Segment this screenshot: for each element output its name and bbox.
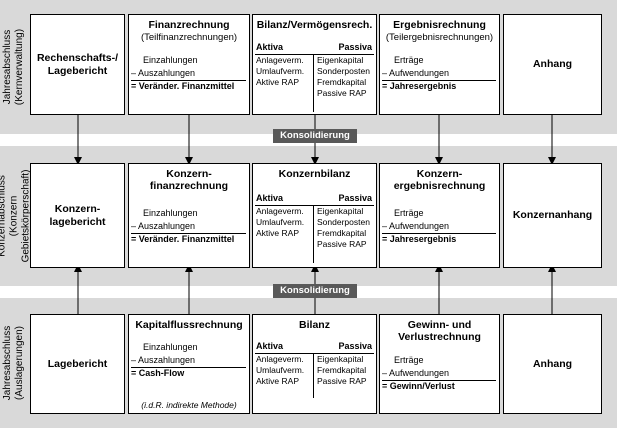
box-konzernlagebericht: Konzern- lagebericht — [30, 163, 125, 268]
konzernlagebericht-title: Konzern- lagebericht — [49, 202, 106, 228]
finanzrechnung-title: Finanzrechnung — [148, 19, 230, 31]
bilanz-hline — [255, 353, 374, 354]
gewinn-verlustrechnung-aufwendungen: – Aufwendungen — [382, 368, 450, 378]
bilanz-vermoegen-vline — [313, 54, 314, 112]
bilanz-vermoegen-title: Bilanz/Vermögensrech. — [256, 19, 373, 31]
konzernbilanz-vline — [313, 205, 314, 263]
bilanz-vermoegen-passiva: Passiva — [338, 42, 372, 52]
konzernergebnisrechnung-divider — [382, 233, 496, 234]
konzernergebnisrechnung-result: = Jahresergebnis — [382, 234, 457, 244]
box-gewinn-verlustrechnung: Gewinn- und Verlustrechnung Erträge – Au… — [379, 314, 500, 414]
finanzrechnung-auszahlungen: – Auszahlungen — [131, 68, 196, 78]
bilanz-vermoegen-aktiva-items: Anlageverm. Umlaufverm. Aktive RAP — [256, 55, 305, 87]
konzernfinanzrechnung-result: = Veränder. Finanzmittel — [131, 234, 235, 244]
bilanz-aktiva: Aktiva — [256, 341, 284, 351]
box-bilanz-vermoegensrechnung: Bilanz/Vermögensrech. Aktiva Passiva Anl… — [252, 14, 377, 115]
finanzrechnung-einzahlungen: Einzahlungen — [143, 55, 198, 65]
lagebericht-title: Lagebericht — [47, 357, 108, 370]
konzernfinanzrechnung-einzahlungen: Einzahlungen — [143, 208, 198, 218]
finanzrechnung-result: = Veränder. Finanzmittel — [131, 81, 235, 91]
bilanz-title: Bilanz — [299, 319, 330, 331]
konsolidierung-label-bottom: Konsolidierung — [273, 284, 357, 298]
anhang-top-title: Anhang — [532, 58, 573, 70]
gewinn-verlustrechnung-result: = Gewinn/Verlust — [382, 381, 455, 391]
konzernanhang-title: Konzernanhang — [512, 209, 593, 221]
ergebnisrechnung-subtitle: (Teilergebnisrechnungen) — [385, 32, 494, 43]
konzernfinanzrechnung-divider — [131, 233, 246, 234]
konzernergebnisrechnung-title: Konzern- ergebnisrechnung — [393, 168, 486, 192]
gewinn-verlustrechnung-divider — [382, 380, 496, 381]
konzernfinanzrechnung-title: Konzern- finanzrechnung — [149, 168, 229, 192]
konzernergebnisrechnung-aufwendungen: – Aufwendungen — [382, 221, 450, 231]
box-anhang-bottom: Anhang — [503, 314, 602, 414]
box-kapitalflussrechnung: Kapitalflussrechnung Einzahlungen – Ausz… — [128, 314, 250, 414]
bilanz-vermoegen-hline — [255, 54, 374, 55]
konsolidierung-label-top: Konsolidierung — [273, 129, 357, 143]
box-konzernergebnisrechnung: Konzern- ergebnisrechnung Erträge – Aufw… — [379, 163, 500, 268]
box-lagebericht: Lagebericht — [30, 314, 125, 414]
gewinn-verlustrechnung-title: Gewinn- und Verlustrechnung — [398, 319, 481, 343]
bilanz-vermoegen-aktiva: Aktiva — [256, 42, 284, 52]
bilanz-vline — [313, 353, 314, 398]
rechenschaftsbericht-title: Rechenschafts-/ Lagebericht — [36, 51, 119, 77]
konzernbilanz-passiva: Passiva — [338, 193, 372, 203]
konzernbilanz-hline — [255, 205, 374, 206]
box-konzernbilanz: Konzernbilanz Aktiva Passiva Anlageverm.… — [252, 163, 377, 268]
kapitalflussrechnung-auszahlungen: – Auszahlungen — [131, 355, 196, 365]
anhang-bottom-title: Anhang — [532, 357, 573, 370]
box-finanzrechnung: Finanzrechnung (Teilfinanzrechnungen) Ei… — [128, 14, 250, 115]
ergebnisrechnung-title: Ergebnisrechnung — [393, 19, 486, 31]
box-konzernfinanzrechnung: Konzern- finanzrechnung Einzahlungen – A… — [128, 163, 250, 268]
bilanz-passiva: Passiva — [338, 341, 372, 351]
kapitalflussrechnung-result: = Cash-Flow — [131, 368, 185, 378]
konzernbilanz-passiva-items: Eigenkapital Sonderposten Fremdkapital P… — [317, 206, 370, 249]
bilanz-passiva-items: Eigenkapital Fremdkapital Passive RAP — [317, 354, 367, 386]
box-anhang-top: Anhang — [503, 14, 602, 115]
ergebnisrechnung-ertraege: Erträge — [394, 55, 424, 65]
bilanz-vermoegen-passiva-items: Eigenkapital Sonderposten Fremdkapital P… — [317, 55, 370, 98]
konzernbilanz-title: Konzernbilanz — [278, 168, 351, 180]
ergebnisrechnung-divider — [382, 80, 496, 81]
box-rechenschaftsbericht: Rechenschafts-/ Lagebericht — [30, 14, 125, 115]
kapitalflussrechnung-einzahlungen: Einzahlungen — [143, 342, 198, 352]
box-bilanz: Bilanz Aktiva Passiva Anlageverm. Umlauf… — [252, 314, 377, 414]
ergebnisrechnung-aufwendungen: – Aufwendungen — [382, 68, 450, 78]
box-ergebnisrechnung: Ergebnisrechnung (Teilergebnisrechnungen… — [379, 14, 500, 115]
kapitalflussrechnung-divider — [131, 367, 246, 368]
konzernergebnisrechnung-ertraege: Erträge — [394, 208, 424, 218]
kapitalflussrechnung-note: (i.d.R. indirekte Methode) — [141, 400, 237, 410]
gewinn-verlustrechnung-ertraege: Erträge — [394, 355, 424, 365]
konzernfinanzrechnung-auszahlungen: – Auszahlungen — [131, 221, 196, 231]
box-konzernanhang: Konzernanhang — [503, 163, 602, 268]
ergebnisrechnung-result: = Jahresergebnis — [382, 81, 457, 91]
bilanz-aktiva-items: Anlageverm. Umlaufverm. Aktive RAP — [256, 354, 305, 386]
finanzrechnung-subtitle: (Teilfinanzrechnungen) — [140, 32, 238, 43]
finanzrechnung-divider — [131, 80, 246, 81]
konzernbilanz-aktiva-items: Anlageverm. Umlaufverm. Aktive RAP — [256, 206, 305, 238]
konzernbilanz-aktiva: Aktiva — [256, 193, 284, 203]
kapitalflussrechnung-title: Kapitalflussrechnung — [135, 319, 243, 331]
